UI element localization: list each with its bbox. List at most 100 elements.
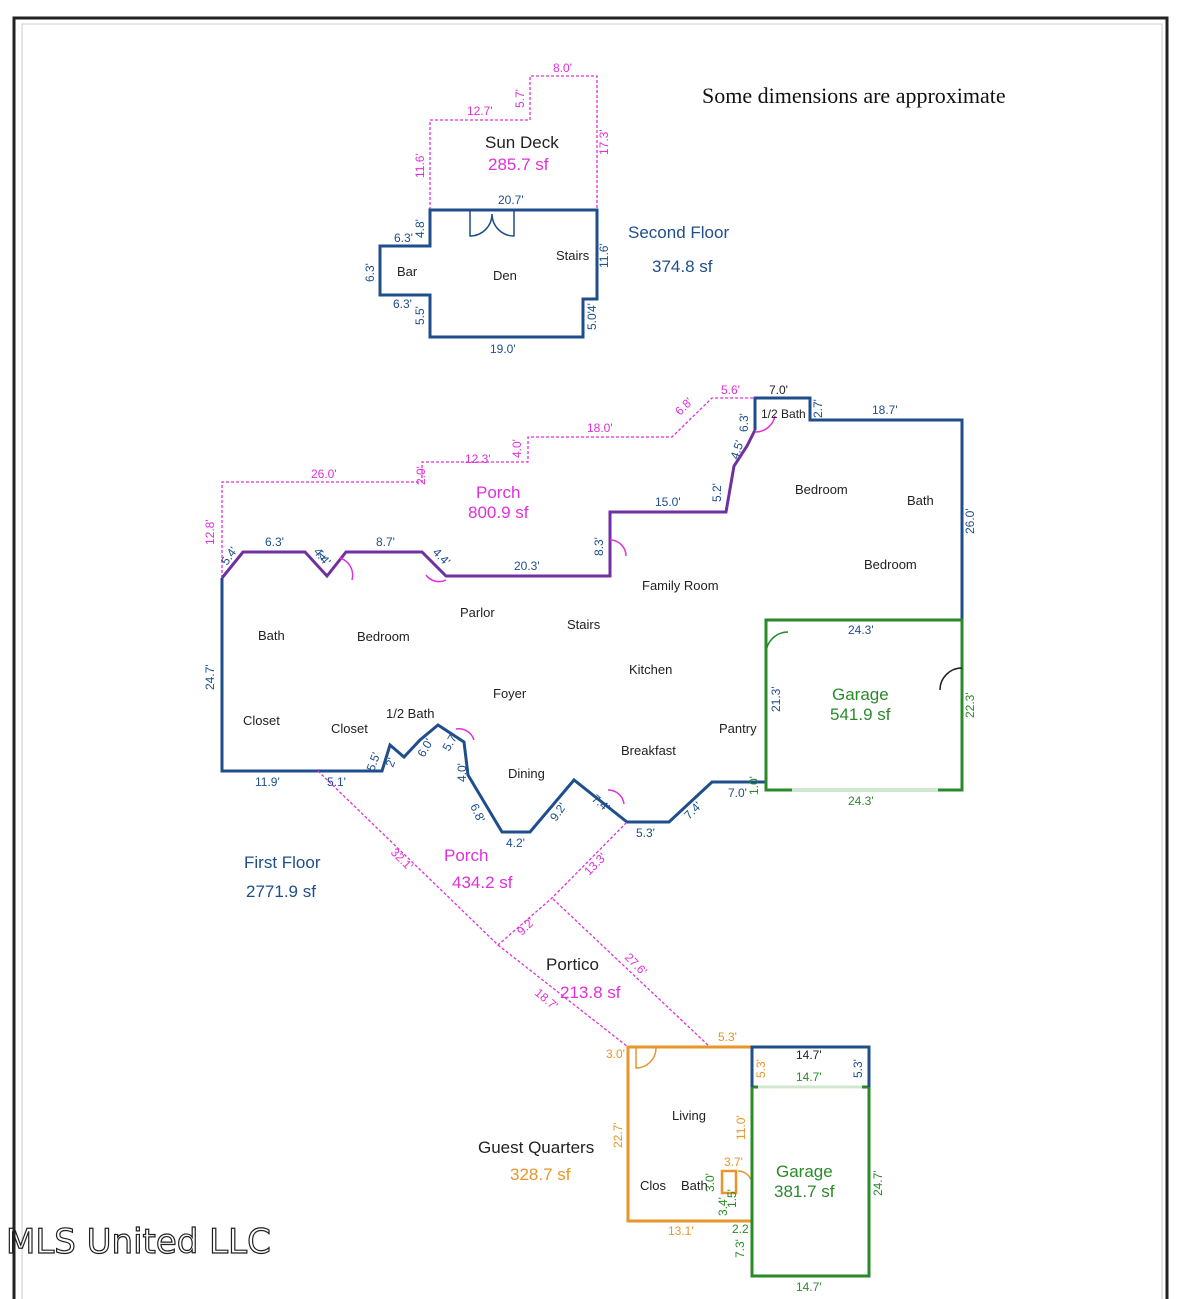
first-floor: Porch 800.9 sf Porch 434.2 sf Portico 21… [203, 383, 977, 1048]
room-bar: Bar [397, 264, 418, 279]
dim-label: 17.3' [597, 129, 611, 155]
dim-label: 2' [383, 756, 399, 769]
dim-label: 8.0' [553, 61, 572, 75]
dim-label: 2.2 [732, 1222, 749, 1236]
guest-garage-label: Garage [776, 1162, 833, 1181]
garage-outline [764, 618, 964, 792]
room-label: Stairs [567, 617, 601, 632]
house-outline-blue-left [220, 578, 318, 773]
dim-label: 5.4' [218, 544, 240, 568]
room-label: Bath [258, 628, 285, 643]
room-label: Closet [331, 721, 368, 736]
guest-garage-area: 381.7 sf [774, 1182, 835, 1201]
room-label: Family Room [642, 578, 719, 593]
dim-label: 3.0' [606, 1047, 625, 1061]
dim-label: 24.3' [848, 623, 874, 637]
room-label: Clos [640, 1178, 667, 1193]
dim-label: 9.2' [514, 915, 537, 938]
dim-label: 5.6' [721, 383, 740, 397]
dim-label: 6.3' [737, 413, 751, 432]
first-floor-title: First Floor [244, 853, 321, 872]
first-floor-area: 2771.9 sf [246, 882, 316, 901]
dim-label: 21.3' [769, 686, 783, 712]
dim-label: 14.7' [796, 1048, 822, 1062]
porch-top-area: 800.9 sf [468, 503, 529, 522]
dim-label: 2.7' [811, 399, 825, 418]
door-arc-icon [609, 539, 627, 557]
room-label: Kitchen [629, 662, 672, 677]
dim-label: 18.7' [532, 986, 561, 1013]
door-arc-icon [737, 1170, 753, 1186]
dim-label: 20.7' [498, 193, 524, 207]
dim-label: 5.5' [413, 306, 427, 325]
room-label: Breakfast [621, 743, 676, 758]
bath-outline [720, 1169, 738, 1195]
room-den: Den [493, 268, 517, 283]
sun-deck-area: 285.7 sf [488, 155, 549, 174]
dim-label: 4.0' [510, 439, 524, 458]
door-arc-icon [635, 1047, 657, 1069]
porch-bottom-label: Porch [444, 846, 488, 865]
dim-label: 9.2' [547, 800, 569, 824]
dim-label: 12.8' [203, 519, 217, 545]
dim-label: 26.0' [311, 467, 337, 481]
dim-label: 13.3' [581, 850, 609, 878]
dim-label: 8.7' [376, 535, 395, 549]
dim-label: 4.5' [728, 439, 747, 461]
dim-label: 6.3' [265, 535, 284, 549]
dim-label: 4.2' [506, 836, 525, 850]
door-arc-icon [765, 631, 789, 655]
den-door-icon [469, 210, 515, 237]
dim-label: 6.3' [363, 263, 377, 282]
dim-label: 6.0' [414, 736, 436, 759]
sun-deck-label: Sun Deck [485, 133, 559, 152]
room-label: Dining [508, 766, 545, 781]
room-label: Closet [243, 713, 280, 728]
dim-label: 11.0' [734, 1115, 748, 1140]
dim-label: 11.6' [597, 243, 611, 268]
guest-quarters-area: 328.7 sf [510, 1165, 571, 1184]
room-label: Parlor [460, 605, 495, 620]
dim-label: 18.0' [587, 421, 613, 435]
dim-label: 11.6' [413, 153, 427, 178]
dim-label: 18.7' [872, 403, 898, 417]
door-arc-icon [455, 728, 475, 741]
dim-label: 4.8' [413, 219, 427, 238]
page-frame [12, 16, 1169, 1299]
dim-label: 7.4' [681, 799, 704, 822]
garage-area: 541.9 sf [830, 705, 891, 724]
second-floor-area: 374.8 sf [652, 257, 713, 276]
second-floor: Sun Deck 285.7 sf Second Floor 374.8 sf … [363, 61, 729, 356]
room-label: Bath [907, 493, 934, 508]
dim-label: 27.6' [622, 950, 650, 978]
dim-label: 14.7' [796, 1280, 822, 1294]
dim-label: 24.7' [203, 664, 217, 690]
dim-label: 7.0' [769, 383, 788, 397]
dim-label: 3.0' [703, 1173, 717, 1192]
dim-label: 6.3' [393, 297, 412, 311]
room-label: Living [672, 1108, 706, 1123]
sun-deck-outline [429, 75, 598, 210]
dim-label: 13.1' [668, 1224, 694, 1238]
guest-quarters: Guest Quarters 328.7 sf Garage 381.7 sf … [478, 1030, 885, 1294]
porch-top-outline [221, 397, 755, 578]
dim-label: 4' [585, 303, 599, 312]
dim-label: 5.3' [851, 1059, 865, 1078]
room-label: Bedroom [864, 557, 917, 572]
dim-label: 32.1' [388, 845, 416, 873]
dim-label: 19.0' [490, 342, 516, 356]
guest-quarters-title: Guest Quarters [478, 1138, 594, 1157]
door-arc-icon [939, 667, 963, 691]
dim-label: 5.2' [710, 483, 724, 502]
garage-label: Garage [832, 685, 889, 704]
room-label: 1/2 Bath [386, 706, 434, 721]
dim-label: 4.0' [455, 763, 469, 782]
dim-label: 12.3' [465, 452, 491, 466]
dim-label: 5.0' [585, 311, 599, 330]
dim-label: 5.3' [636, 826, 655, 840]
room-label: Pantry [719, 721, 757, 736]
portico-label: Portico [546, 955, 599, 974]
dim-label: 22.3' [963, 692, 977, 718]
room-label: Foyer [493, 686, 527, 701]
